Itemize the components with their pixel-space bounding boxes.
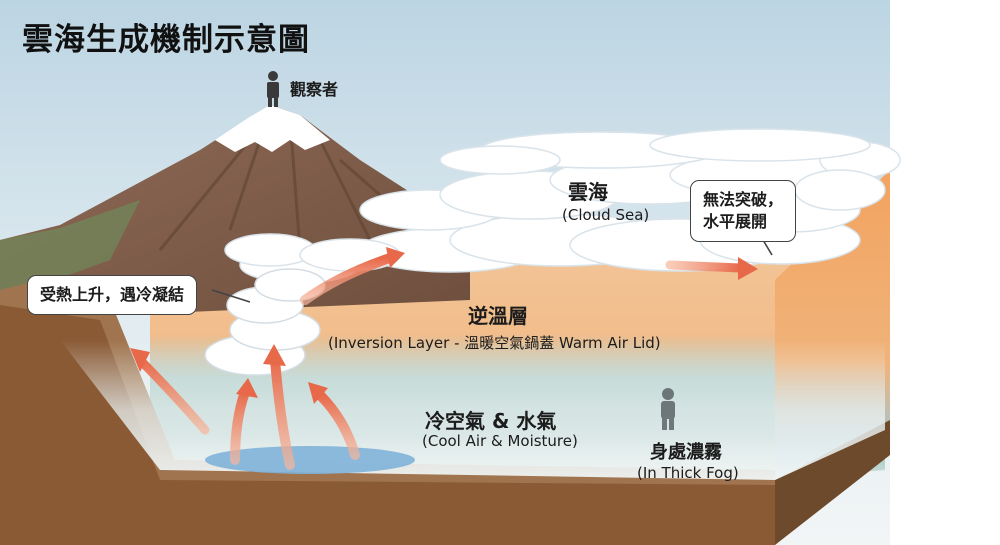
cloud-sea-label: 雲海 (568, 180, 608, 204)
callout-rise-pointer (211, 289, 251, 303)
cool-air-label: 冷空氣 & 水氣 (425, 409, 557, 433)
valley-lake (205, 446, 415, 474)
rising-cloud-column (204, 268, 326, 376)
in-fog-label: 身處濃霧 (650, 442, 722, 463)
callout-rise: 受熱上升，遇冷凝結 (27, 275, 198, 315)
inversion-layer-label: 逆溫層 (468, 304, 528, 328)
callout-spread: 無法突破， 水平展開 (690, 180, 797, 242)
page-title: 雲海生成機制示意圖 (22, 22, 310, 58)
cloud-sea-english-label: (Cloud Sea) (562, 206, 650, 224)
ground-right-side (775, 420, 890, 545)
inversion-layer-english-label: (Inversion Layer - 溫暖空氣鍋蓋 Warm Air Lid) (328, 334, 661, 352)
fog-person-figure (661, 388, 675, 430)
updraft-arrows (130, 247, 405, 470)
observer-figure (267, 71, 279, 107)
cool-air-english-label: (Cool Air & Moisture) (422, 432, 578, 450)
in-fog-english-label: (In Thick Fog) (637, 464, 739, 482)
mountain-ridges (158, 109, 421, 251)
snow-cap (215, 105, 330, 152)
callout-rise-text: 受熱上升，遇冷凝結 (40, 285, 185, 304)
observer-label: 觀察者 (290, 80, 339, 99)
callout-spread-line1: 無法突破， (703, 190, 784, 209)
spread-arrow (665, 257, 758, 280)
callout-spread-line2: 水平展開 (703, 212, 768, 231)
